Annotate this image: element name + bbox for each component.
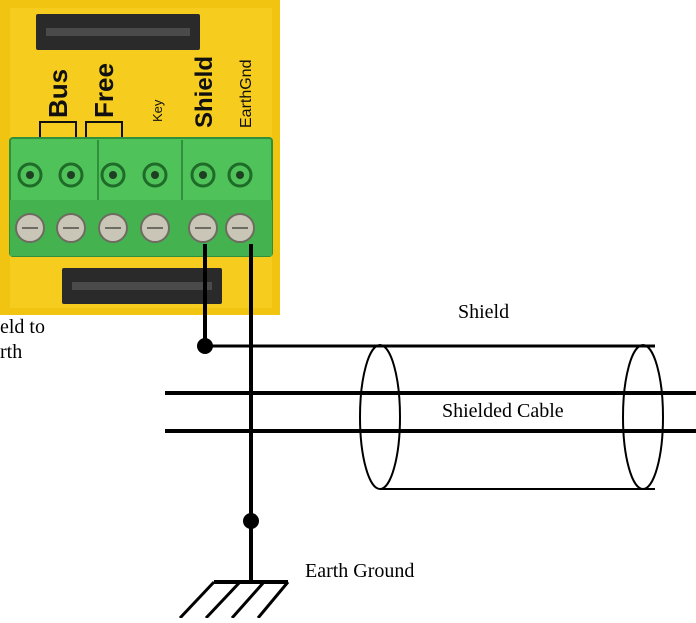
- top-connector-pins: [46, 28, 190, 36]
- label-shield: Shield: [191, 56, 218, 128]
- note-line-1: eld to: [0, 316, 45, 338]
- cable-end-right: [622, 344, 664, 490]
- terminal-hole-3: [109, 171, 117, 179]
- terminal-hole-1: [26, 171, 34, 179]
- note-line-2: rth: [0, 341, 23, 363]
- label-earthgnd: EarthGnd: [238, 60, 255, 128]
- terminal-hole-4: [151, 171, 159, 179]
- bottom-connector-pins: [72, 282, 212, 290]
- ground-hatch-1: [178, 580, 216, 620]
- ground-hatch-4: [256, 581, 290, 619]
- cable-end-left: [359, 344, 401, 490]
- label-bus: Bus: [43, 69, 73, 118]
- label-free: Free: [89, 63, 119, 118]
- shield-junction-dot: [197, 338, 213, 354]
- bus-bracket: [39, 121, 77, 140]
- terminal-hole-5: [199, 171, 207, 179]
- free-bracket: [85, 121, 123, 140]
- earth-ground-symbol: [178, 580, 290, 620]
- shield-label: Shield: [458, 301, 510, 323]
- label-key: Key: [150, 99, 165, 122]
- module-photo: Bus Free Key Shield EarthGnd: [0, 0, 280, 315]
- terminal-set: [15, 162, 255, 243]
- terminal-hole-6: [236, 171, 244, 179]
- earth-ground-label: Earth Ground: [305, 560, 415, 582]
- ground-hatch-2: [204, 580, 242, 620]
- wiring: [165, 244, 696, 582]
- terminal-hole-2: [67, 171, 75, 179]
- ground-hatch-3: [230, 581, 266, 619]
- earth-junction-dot: [243, 513, 259, 529]
- shielded-cable-label: Shielded Cable: [440, 400, 566, 423]
